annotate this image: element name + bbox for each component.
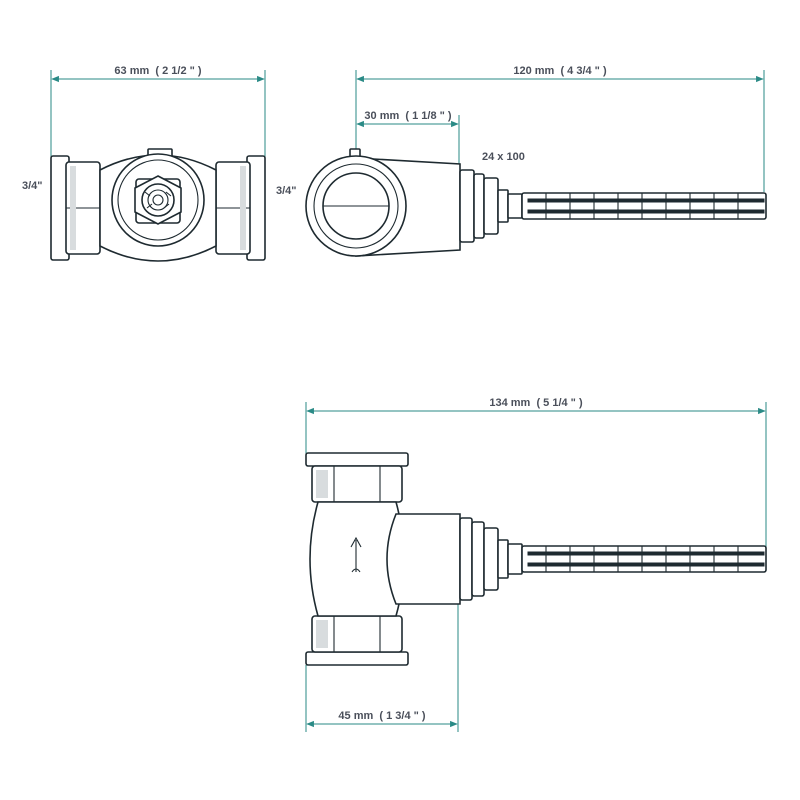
spindle-label-24x100: 24 x 100	[482, 151, 525, 163]
dimension-offset-30: 30 mm ( 1 1/8 " )	[356, 110, 460, 165]
dimension-offset-45: 45 mm ( 1 3/4 " )	[305, 600, 459, 732]
dimension-label-134mm: 134 mm ( 5 1/4 " )	[489, 397, 583, 409]
dimension-label-45mm: 45 mm ( 1 3/4 " )	[338, 710, 425, 722]
dimension-length-120: 120 mm ( 4 3/4 " )	[355, 65, 765, 192]
dimension-length-134: 134 mm ( 5 1/4 " )	[305, 397, 767, 560]
dimension-label-30mm: 30 mm ( 1 1/8 " )	[364, 110, 451, 122]
side-view: 120 mm ( 4 3/4 " ) 30 mm ( 1 1/8 " ) 24 …	[276, 65, 767, 257]
thread-label-side: 3/4"	[276, 185, 297, 197]
front-view: 63 mm ( 2 1/2 " ) 3/4"	[22, 65, 266, 262]
flow-direction-arrow-icon	[350, 536, 362, 573]
thread-label-front: 3/4"	[22, 180, 43, 192]
dimension-width-63: 63 mm ( 2 1/2 " )	[50, 65, 266, 158]
spindle-splines-top	[527, 193, 765, 219]
dimension-label-63mm: 63 mm ( 2 1/2 " )	[114, 65, 201, 77]
lower-view: 134 mm ( 5 1/4 " ) 45 mm ( 1 3/4 " )	[305, 397, 767, 732]
spindle-splines-bottom	[527, 546, 765, 572]
dimension-label-120mm: 120 mm ( 4 3/4 " )	[513, 65, 607, 77]
